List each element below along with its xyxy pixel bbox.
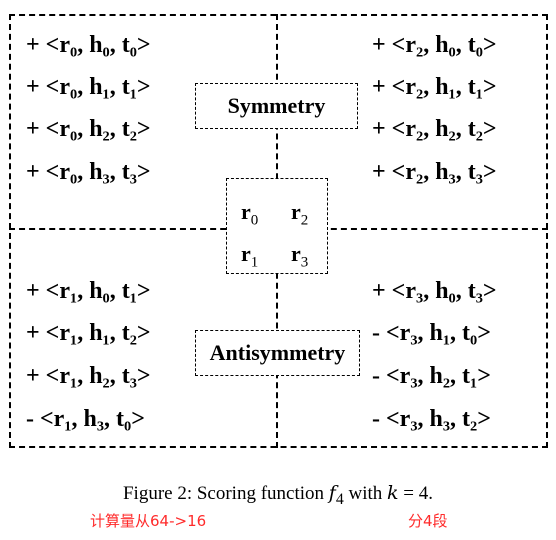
bottom-right-row-3: - <r₃, h₃, t₂> [372, 406, 491, 432]
top-left-row-2: + <r₀, h₂, t₂> [26, 116, 151, 142]
top-right-row-2: + <r₂, h₂, t₂> [372, 116, 497, 142]
bottom-right-row-2: - <r₃, h₂, t₁> [372, 363, 491, 389]
top-left-row-0: + <r₀, h₀, t₀> [26, 32, 151, 58]
relation-r2: r2 [291, 199, 309, 229]
bottom-left-row-0: + <r₁, h₀, t₁> [26, 278, 151, 304]
annotation-note-left: 计算量从64->16 [90, 512, 207, 530]
bottom-left-row-2: + <r₁, h₂, t₃> [26, 363, 151, 389]
figure-frame [9, 14, 548, 448]
relation-center-box: r0 r2 r1 r3 [226, 178, 328, 274]
figure-caption: Figure 2: Scoring function f4 with k = 4… [122, 482, 434, 508]
top-right-row-0: + <r₂, h₀, t₀> [372, 32, 497, 58]
bottom-right-row-1: - <r₃, h₁, t₀> [372, 320, 491, 346]
antisymmetry-label: Antisymmetry [195, 330, 360, 376]
bottom-left-row-3: - <r₁, h₃, t₀> [26, 406, 145, 432]
bottom-left-row-1: + <r₁, h₁, t₂> [26, 320, 151, 346]
relation-r3: r3 [291, 241, 309, 271]
bottom-right-row-0: + <r₃, h₀, t₃> [372, 278, 497, 304]
symmetry-label: Symmetry [195, 83, 358, 129]
top-left-row-1: + <r₀, h₁, t₁> [26, 74, 151, 100]
top-left-row-3: + <r₀, h₃, t₃> [26, 159, 151, 185]
top-right-row-3: + <r₂, h₃, t₃> [372, 159, 497, 185]
relation-r1: r1 [241, 241, 259, 271]
relation-r0: r0 [241, 199, 259, 229]
top-right-row-1: + <r₂, h₁, t₁> [372, 74, 497, 100]
annotation-note-right: 分4段 [408, 512, 448, 530]
